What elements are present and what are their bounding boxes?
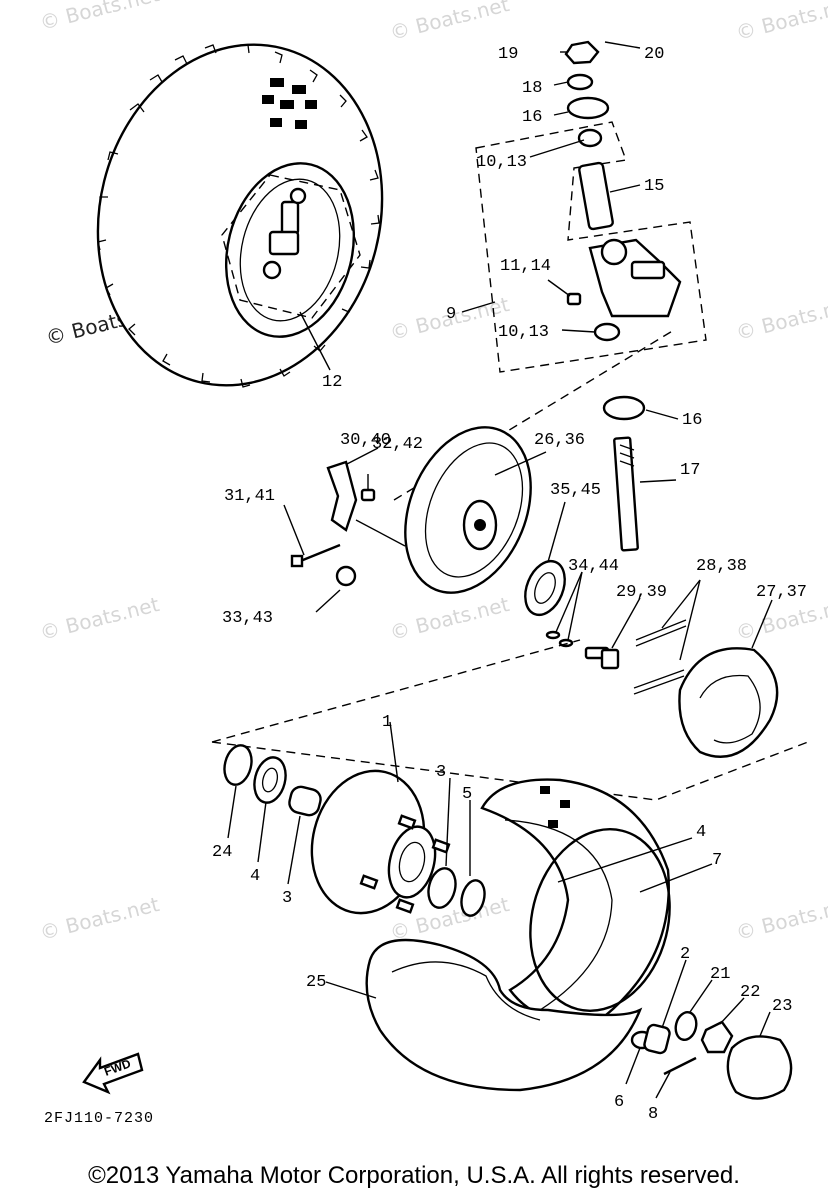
- brake-box-line: [393, 329, 675, 501]
- wheel-assembly-bottom: [365, 778, 793, 1100]
- wheel-assembly-top: [96, 43, 384, 388]
- callout-label: 29,39: [616, 583, 667, 602]
- callout-label: 17: [680, 461, 700, 480]
- callout-label: 22: [740, 983, 760, 1002]
- callout-label: 1: [382, 713, 392, 732]
- callout-label: 4: [696, 823, 706, 842]
- callout-label: 10,13: [476, 153, 527, 172]
- lower-box: [211, 639, 809, 801]
- watermark: © Boats.net: [387, 592, 511, 645]
- callout-label: 28,38: [696, 557, 747, 576]
- callout-label: 34,44: [568, 557, 619, 576]
- callout-label: 16: [682, 411, 702, 430]
- callout-label: 33,43: [222, 609, 273, 628]
- watermark: © Boats.net: [733, 292, 828, 345]
- callout-label: 21: [710, 965, 730, 984]
- copyright-notice: ©2013 Yamaha Motor Corporation, U.S.A. A…: [88, 1162, 740, 1189]
- watermark: © Boats.net: [37, 0, 161, 35]
- knuckle-parts: [564, 40, 682, 552]
- hub-assembly: [223, 744, 486, 917]
- drawing-number: 2FJ110-7230: [44, 1110, 155, 1127]
- callout-label: 8: [648, 1105, 658, 1124]
- callout-label: 26,36: [534, 431, 585, 450]
- callout-label: 15: [644, 177, 664, 196]
- callout-label: 20: [644, 45, 664, 64]
- callout-label: 19: [498, 45, 518, 64]
- callout-label: 35,45: [550, 481, 601, 500]
- watermark: © Boats.net: [733, 0, 828, 45]
- callout-label: 16: [522, 108, 542, 127]
- callout-label: 6: [614, 1093, 624, 1112]
- callout-label: 3: [282, 889, 292, 908]
- callout-label: 10,13: [498, 323, 549, 342]
- callout-label: 11,14: [500, 257, 551, 276]
- callout-label: 18: [522, 79, 542, 98]
- watermark: © Boats.net: [37, 592, 161, 645]
- callout-label: 3: [436, 763, 446, 782]
- callout-label: 24: [212, 843, 232, 862]
- watermark: © Boats.net: [733, 892, 828, 945]
- watermark: © Boats.net: [387, 0, 511, 45]
- callout-label: 12: [322, 373, 342, 392]
- callout-label: 5: [462, 785, 472, 804]
- callout-label: 32,42: [372, 435, 423, 454]
- leader-12: [299, 311, 331, 371]
- callout-label: 4: [250, 867, 260, 886]
- callout-labels: 19 20 18 16 10,13 15 11,14 9 10,13 12 16…: [212, 45, 807, 1124]
- callout-label: 25: [306, 973, 326, 992]
- fwd-arrow-icon: FWD: [82, 1052, 144, 1095]
- callout-label: 30,40: [340, 431, 391, 450]
- callout-label: 7: [712, 851, 722, 870]
- callout-label: 9: [446, 305, 456, 324]
- callout-label: 2: [680, 945, 690, 964]
- callout-label: 23: [772, 997, 792, 1016]
- callout-label: 31,41: [224, 487, 275, 506]
- watermark: © Boats.net: [37, 892, 161, 945]
- brake-panel: [290, 426, 779, 758]
- callout-label: 27,37: [756, 583, 807, 602]
- kingpin-box: [475, 121, 707, 373]
